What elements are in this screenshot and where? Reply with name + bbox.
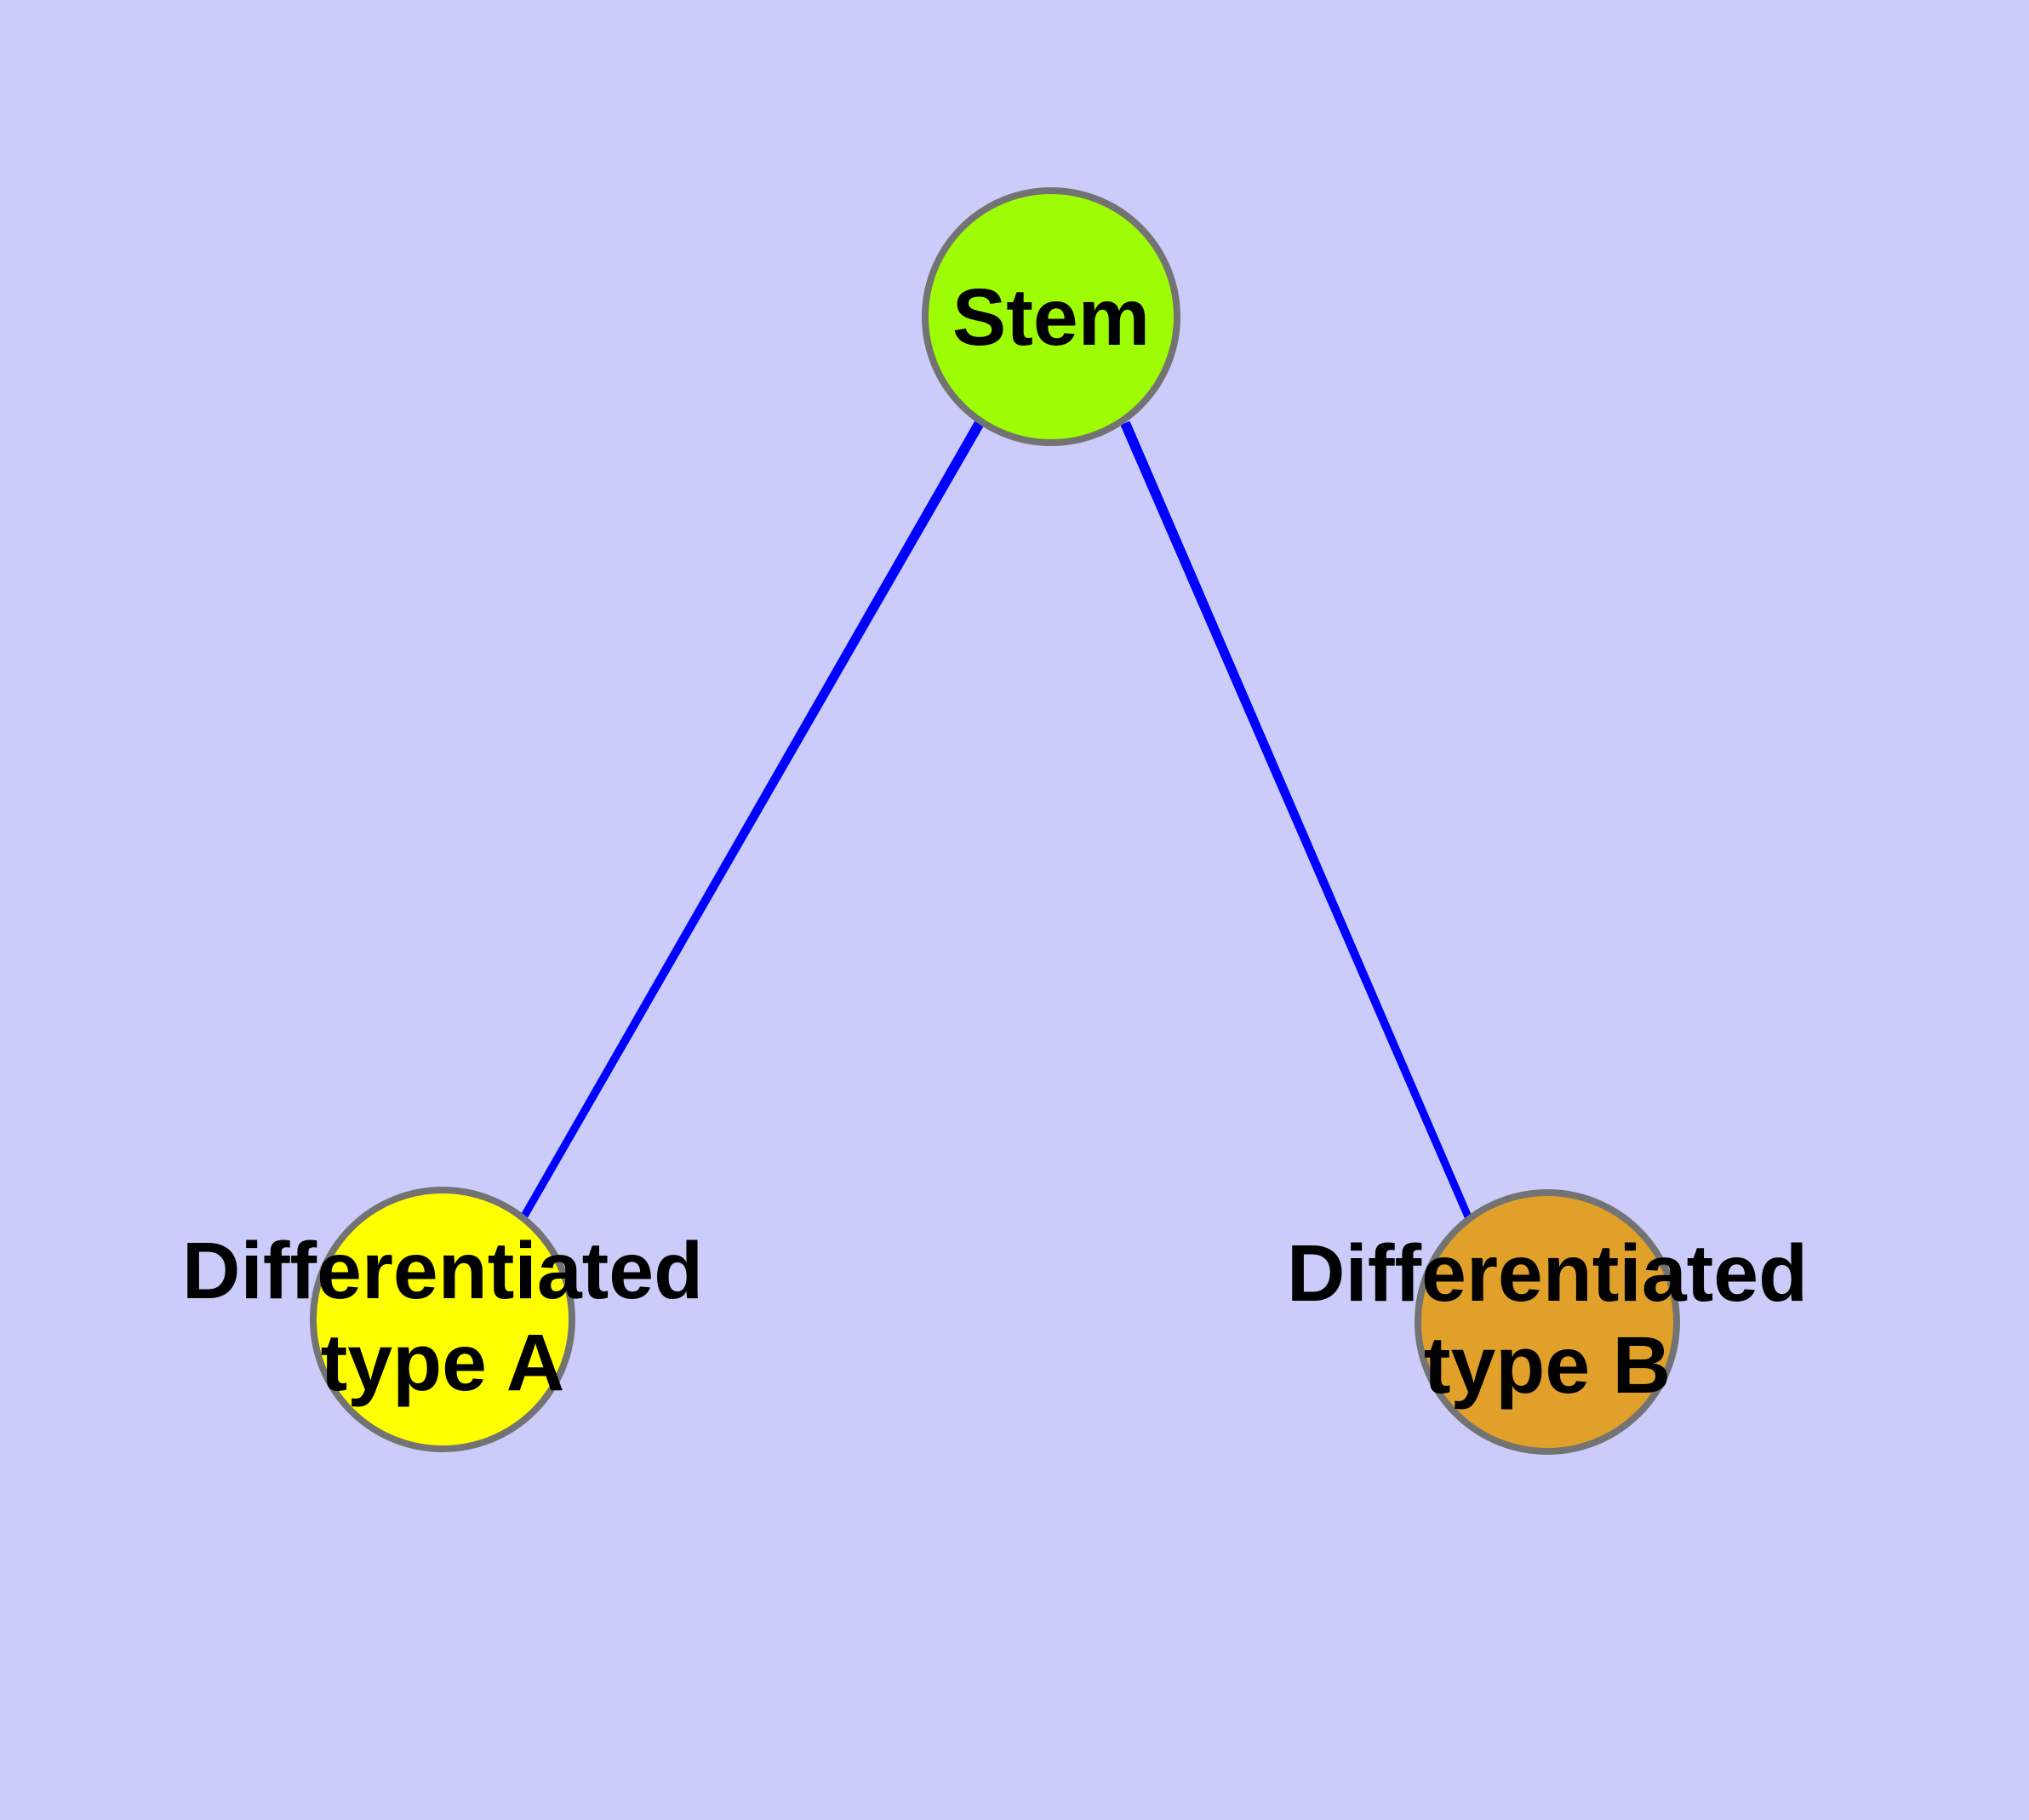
node-diff-a-label-line1: Differentiated (182, 1226, 703, 1316)
node-diff-b-label-line2: type B (1424, 1320, 1671, 1411)
node-diff-a-label-line2: type A (321, 1318, 565, 1408)
node-stem[interactable] (922, 187, 1180, 446)
label-layer: Stem Differentiated type A Differentiate… (182, 272, 1808, 1411)
edge-stem-to-diff-b[interactable] (1120, 421, 1474, 1222)
edge-stem-to-diff-a[interactable] (519, 419, 986, 1222)
node-diff-b-circle[interactable] (1415, 1189, 1680, 1455)
node-diff-a-circle[interactable] (310, 1187, 575, 1452)
node-diff-b[interactable] (1415, 1189, 1680, 1455)
node-stem-circle[interactable] (922, 187, 1180, 446)
node-diff-b-label-line1: Differentiated (1287, 1228, 1808, 1319)
edge-layer (519, 419, 1474, 1222)
node-diff-a[interactable] (310, 1187, 575, 1452)
node-layer (310, 187, 1680, 1455)
node-stem-label: Stem (952, 272, 1150, 363)
